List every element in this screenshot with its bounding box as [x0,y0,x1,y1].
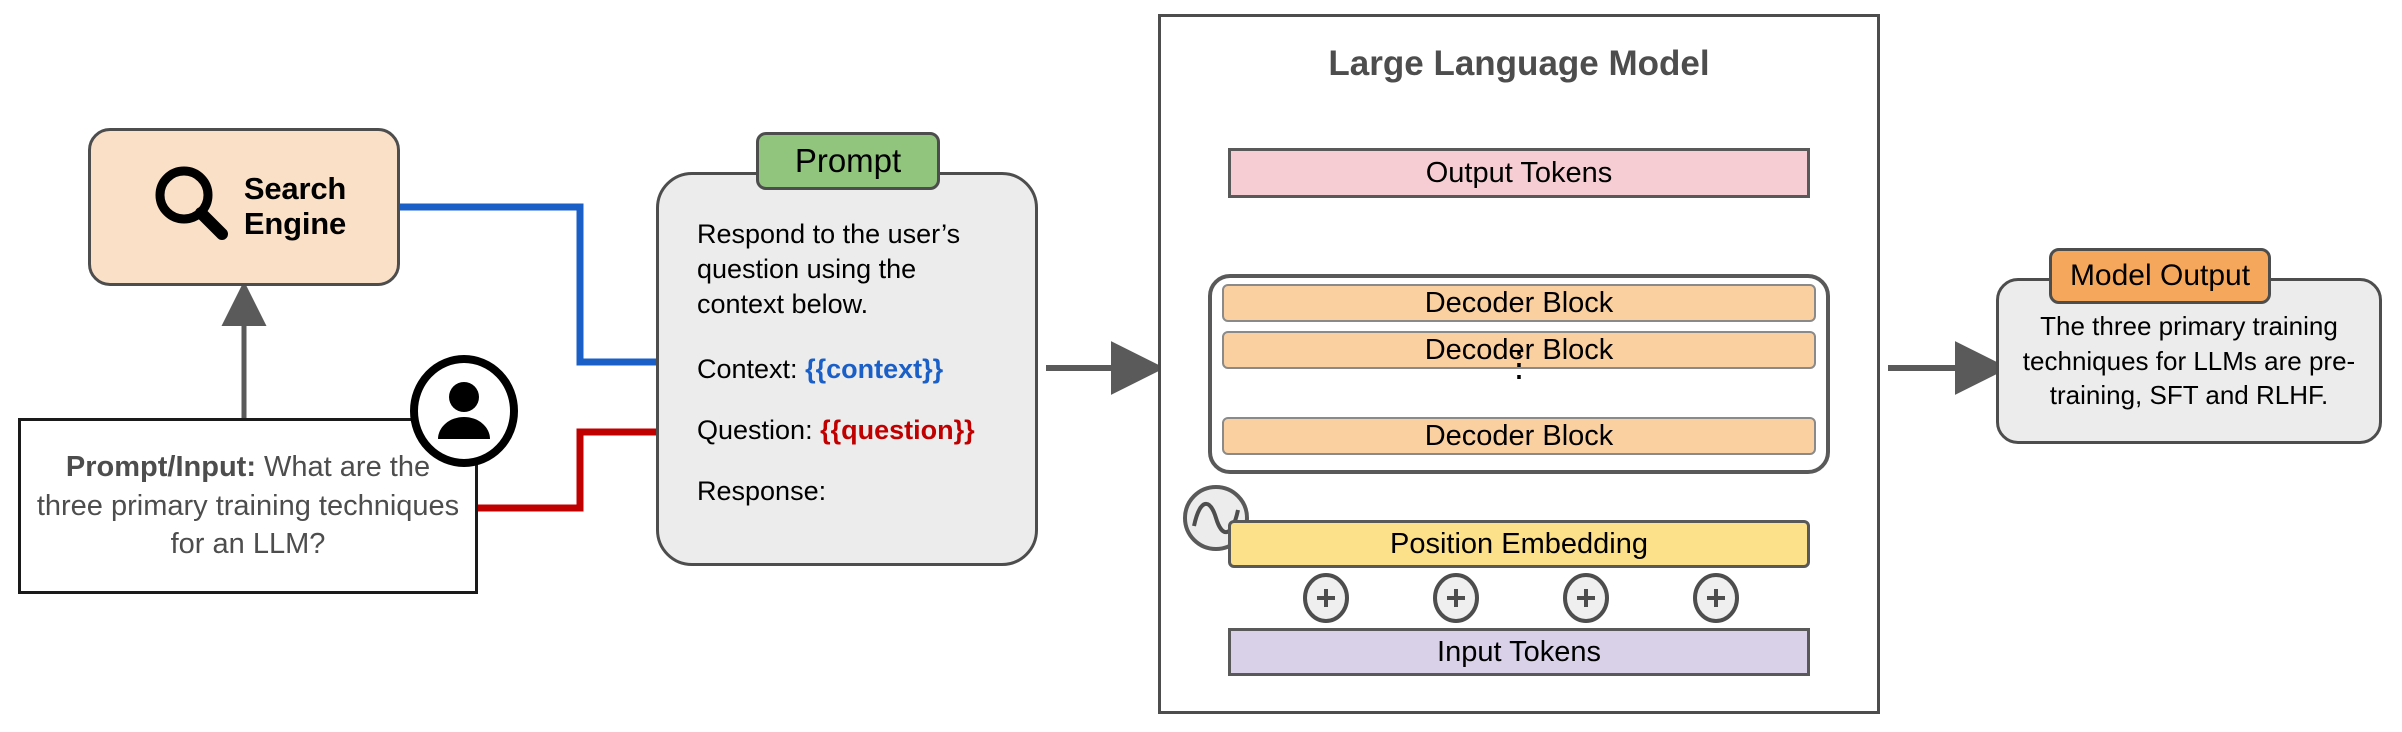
decoder-block-3: Decoder Block [1222,417,1816,455]
model-output-badge: Model Output [2049,248,2271,304]
prompt-response-label: Response: [697,476,827,507]
model-output-text: The three primary training techniques fo… [2022,311,2356,411]
prompt-context-label: Context: [697,354,806,385]
decoder-ellipsis: ⋮ [1502,346,1536,384]
decoder-block-2: Decoder Block [1222,331,1816,369]
prompt-question-token: {{question}} [820,415,975,446]
input-tokens-bar: Input Tokens [1228,628,1810,676]
decoder-block-1: Decoder Block [1222,284,1816,322]
search-engine-card[interactable]: Search Engine [88,128,400,286]
position-embedding-bar: Position Embedding [1228,520,1810,568]
prompt-input-box[interactable]: Prompt/Input: What are the three primary… [18,418,478,594]
prompt-question-label: Question: [697,415,821,446]
prompt-context-row: Context: {{context}} [697,352,1001,387]
prompt-input-value: What are the three primary training tech… [36,451,460,561]
user-avatar-icon [408,355,520,467]
magnifier-icon [146,159,238,256]
prompt-question-row: Question: {{question}} [697,413,1001,448]
output-tokens-bar: Output Tokens [1228,148,1810,198]
prompt-badge: Prompt [756,132,940,190]
search-engine-label: Search Engine [243,171,347,241]
prompt-card[interactable]: Respond to the user’s question using the… [656,172,1038,566]
llm-title: Large Language Model [1328,44,1710,83]
prompt-input-label: Prompt/Input: [65,451,256,484]
prompt-instruction: Respond to the user’s question using the… [697,219,961,320]
prompt-context-token: {{context}} [805,354,944,385]
model-output-card: The three primary training techniques fo… [1996,278,2382,444]
prompt-input-text: Prompt/Input: What are the three primary… [21,448,475,564]
